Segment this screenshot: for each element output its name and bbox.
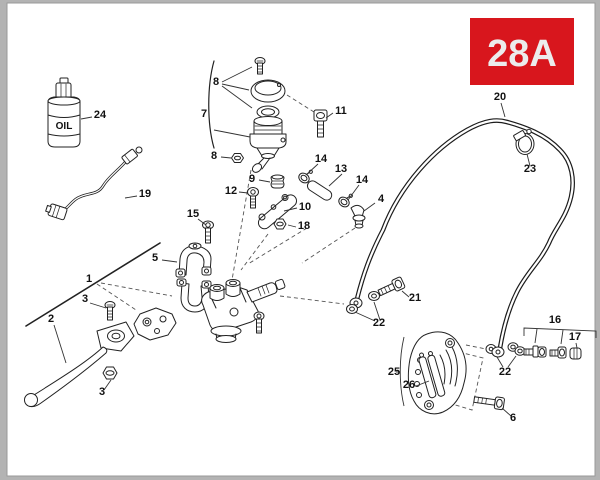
badge-background [470,18,574,85]
part-number-1-14: 1 [86,273,92,285]
brake-pads [418,351,446,399]
hose-banjo-lower [485,344,505,358]
part-number-16-27: 16 [549,314,561,326]
part-number-4-10: 4 [378,193,385,205]
bleed-cap-17 [569,347,582,360]
grommet-9 [270,174,285,189]
oil-bottle-label: OIL [56,121,73,132]
part-number-17-28: 17 [569,331,581,343]
part-number-20-20: 20 [494,91,506,103]
handlebar-line-1 [25,242,161,327]
reservoir-brace-7 [208,60,215,149]
part-number-14-4: 14 [315,153,328,165]
part-number-7-1: 7 [201,108,207,120]
part-number-22-26: 22 [499,366,511,378]
part-number-8-3: 8 [211,150,217,162]
part-number-25-24: 25 [388,366,400,378]
part-number-18-11: 18 [298,220,310,232]
part-number-11-2: 11 [335,105,347,117]
part-number-2-16: 2 [48,313,54,325]
part-number-15-12: 15 [187,208,199,220]
bracket-10 [257,194,297,230]
reservoir-nut-8 [231,153,244,163]
part-number-8-0: 8 [213,76,219,88]
part-number-22-23: 22 [373,317,385,329]
banjo-bolt-21 [377,276,406,297]
reservoir-assembly [249,57,287,173]
part-number-21-22: 21 [409,292,421,304]
part-number-12-8: 12 [225,185,237,197]
bolt-11 [313,109,328,138]
part-number-13-5: 13 [335,163,347,175]
screw-3-upper [104,301,116,321]
washers-22-upper [346,291,380,314]
part-number-10-9: 10 [299,201,311,213]
part-number-19-19: 19 [139,188,151,200]
bolt-15 [202,220,214,244]
nut-3-lower [102,366,118,380]
part-number-9-7: 9 [249,173,255,185]
reservoir-hose-13 [306,180,333,201]
oil-bottle: OIL [47,77,81,148]
bolt-12 [247,187,259,209]
caliper-bolt-6 [473,396,505,411]
section-code-label: 28A [487,33,557,75]
part-number-3-17: 3 [99,386,105,398]
handlebar-clamp-5 [175,242,212,278]
part-number-5-13: 5 [152,252,158,264]
lever-support-bracket [133,307,177,341]
nut-18 [273,218,287,230]
hose-clamp-14-right [338,193,353,208]
bleed-valves-16 [523,345,567,359]
master-cylinder [176,278,286,343]
hose-clamp-23 [513,128,535,155]
brake-hose [354,118,575,349]
section-code-badge: 28A [470,18,574,85]
part-number-24-18: 24 [94,109,107,121]
part-number-14-6: 14 [356,174,369,186]
brake-switch-cable [45,146,143,221]
part-number-26-25: 26 [403,379,415,391]
washers-22-lower [507,342,526,356]
brake-lever [24,321,135,408]
elbow-fitting-4 [350,204,366,229]
leader-lines [53,66,597,417]
part-number-6-29: 6 [510,412,516,424]
part-number-23-21: 23 [524,163,536,175]
part-number-3-15: 3 [82,293,88,305]
